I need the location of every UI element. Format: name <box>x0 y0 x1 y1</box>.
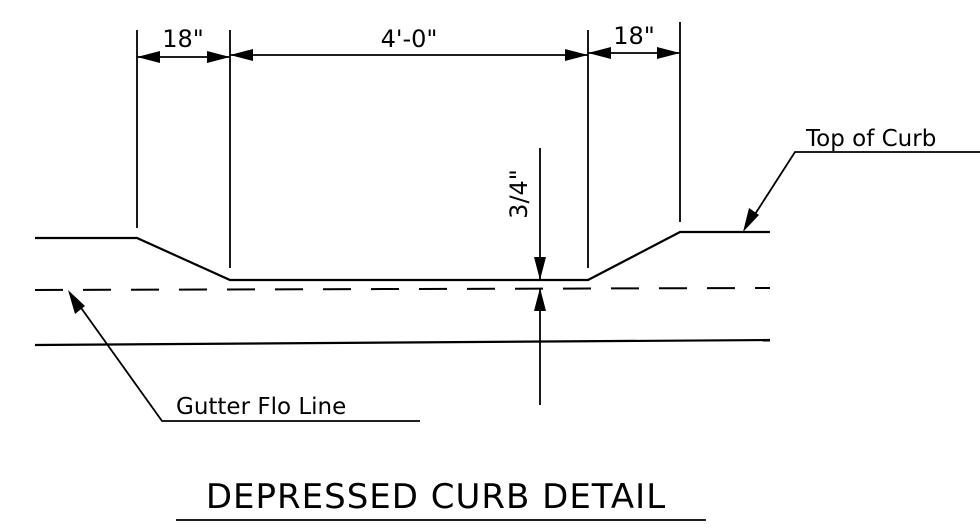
dim-left-taper: 18" <box>137 25 230 63</box>
detail-title: DEPRESSED CURB DETAIL <box>176 477 706 521</box>
detail-title-label: DEPRESSED CURB DETAIL <box>206 477 666 517</box>
dim-right-taper: 18" <box>588 22 680 59</box>
dim-depressed-length-label: 4'-0" <box>381 25 438 53</box>
callout-top-of-curb-label: Top of Curb <box>805 126 936 152</box>
callout-gutter-flow-line: Gutter Flo Line <box>68 290 420 422</box>
callout-gutter-flow-line-label: Gutter Flo Line <box>176 394 346 420</box>
dim-left-taper-label: 18" <box>162 25 204 53</box>
dim-depression-depth: 3/4" <box>505 148 546 405</box>
callout-top-of-curb: Top of Curb <box>743 126 980 232</box>
gutter-flow-line <box>34 287 771 291</box>
gutter-bottom-line <box>34 338 771 347</box>
curb-top-profile <box>35 230 770 282</box>
dim-depressed-length: 4'-0" <box>230 25 588 61</box>
dim-depression-depth-label: 3/4" <box>505 169 533 219</box>
dim-right-taper-label: 18" <box>613 22 655 50</box>
